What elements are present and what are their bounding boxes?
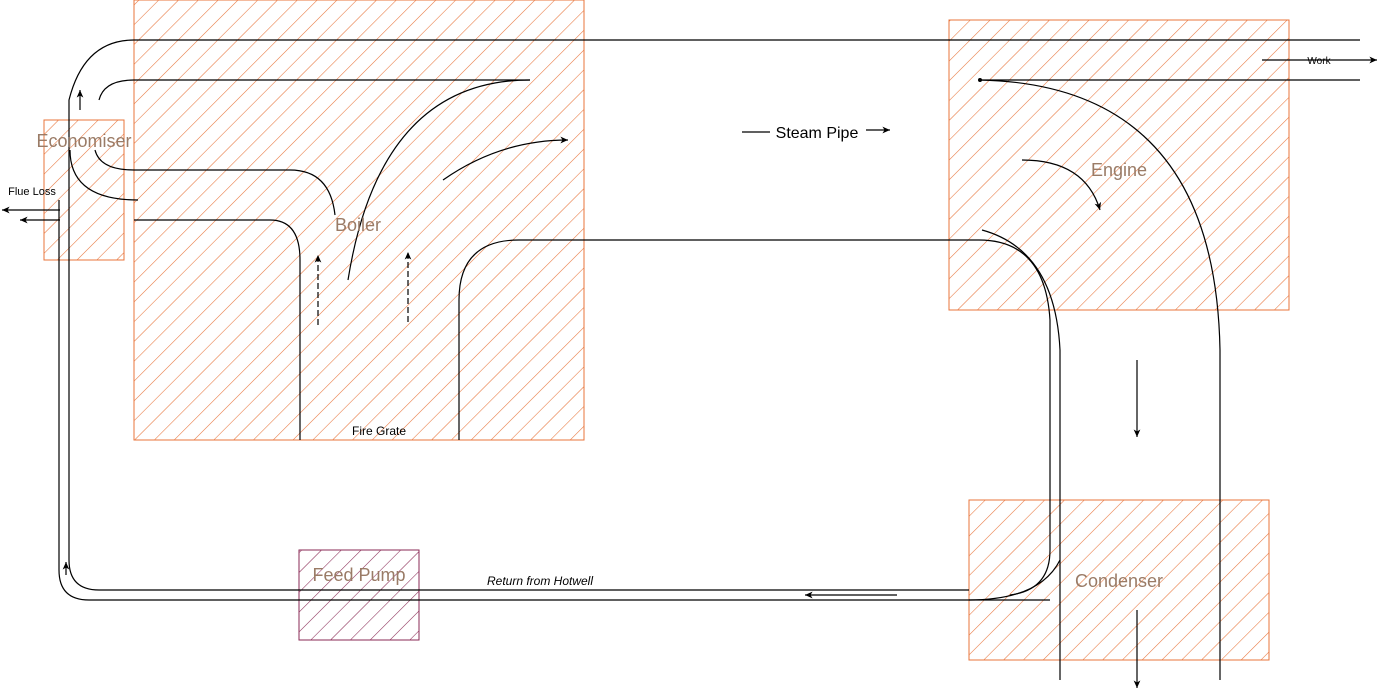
engine-box xyxy=(948,19,1290,311)
steam-pipe-label: Steam Pipe xyxy=(776,125,859,142)
engine-exhaust-inner xyxy=(968,229,1061,601)
boiler-top-line xyxy=(98,79,135,101)
work-label: Work xyxy=(1307,56,1331,67)
condenser-box xyxy=(968,499,1270,661)
grate-right-line xyxy=(458,239,979,440)
return-from-hotwell-label: Return from Hotwell xyxy=(487,574,593,588)
inner-loop-pipe xyxy=(58,200,1050,601)
economiser-box xyxy=(43,119,125,261)
flue-curve-upper xyxy=(134,169,336,216)
flue-loss-label: Flue Loss xyxy=(8,186,56,198)
economiser-label: Economiser xyxy=(36,131,131,151)
boiler-steam-curve xyxy=(347,79,531,281)
feed-pump-box xyxy=(298,549,420,641)
outer-loop-pipe xyxy=(68,39,1360,591)
engine-curve-right xyxy=(979,79,1221,680)
economiser-curve xyxy=(69,149,139,201)
economiser-left-line xyxy=(94,149,135,171)
arrow-boiler-curve xyxy=(442,136,569,181)
feed-pump-label: Feed Pump xyxy=(312,565,405,585)
flue-curve-lower xyxy=(134,219,301,440)
condenser-label: Condenser xyxy=(1075,571,1163,591)
arrow-engine-curve xyxy=(1021,159,1102,211)
engine-label: Engine xyxy=(1091,160,1147,180)
boiler-label: Boiler xyxy=(335,215,381,235)
fire-grate-label: Fire Grate xyxy=(352,424,406,438)
